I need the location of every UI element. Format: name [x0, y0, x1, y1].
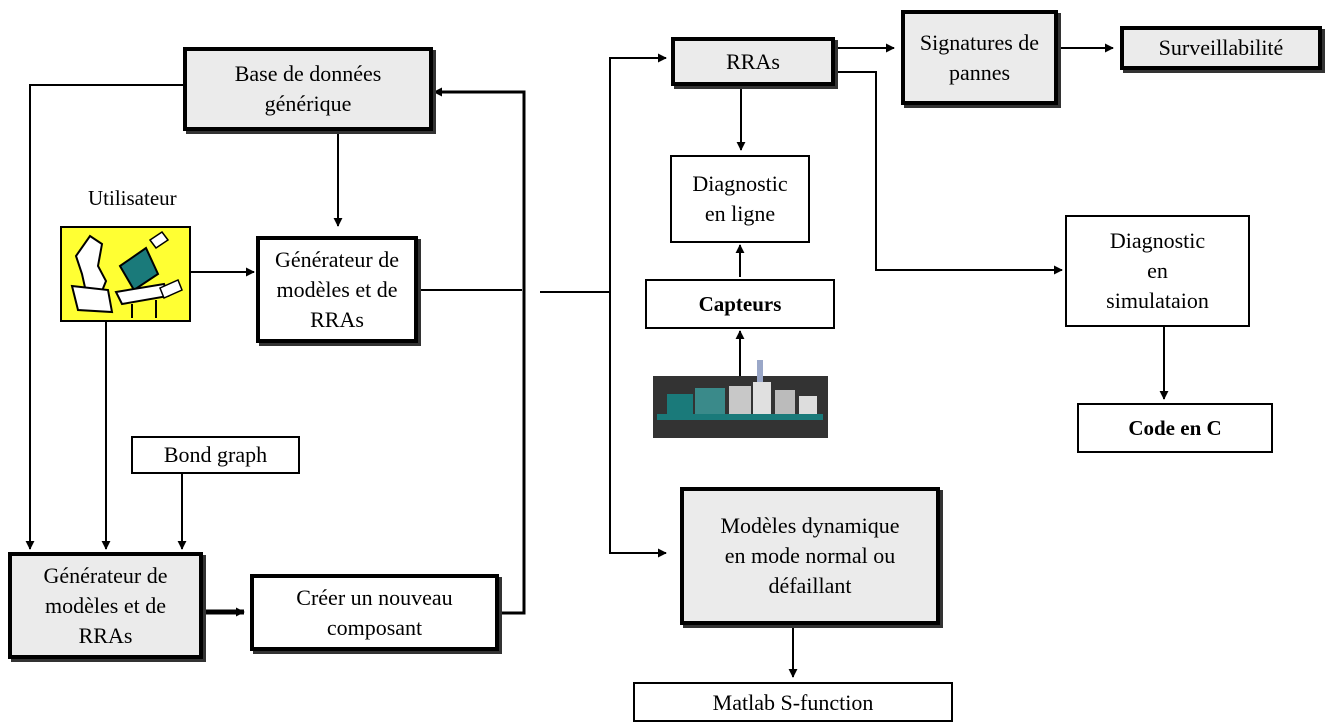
diagnostic-ligne-label: Diagnostic en ligne: [692, 171, 788, 226]
base-donnees-label: Base de données générique: [234, 61, 382, 116]
capteurs-box: Capteurs: [645, 279, 835, 329]
arrow-base-to-generator-bottom: [25, 84, 183, 550]
surveillabilite-box: Surveillabilité: [1120, 26, 1322, 70]
utilisateur-label: Utilisateur: [88, 186, 177, 210]
generateur-top-label: Générateur de modèles et de RRAs: [275, 246, 399, 332]
arrow-splitter-to-rras: [609, 53, 667, 292]
base-donnees-box: Base de données générique: [183, 47, 433, 131]
industrial-plant-icon: [653, 360, 828, 438]
arrow-splitter-to-modeles: [609, 292, 667, 558]
bond-graph-box: Bond graph: [131, 436, 300, 474]
generateur-bottom-box: Générateur de modèles et de RRAs: [8, 552, 203, 659]
arrow-rras-to-diagnostic-simulation: [835, 71, 1063, 275]
surveillabilite-label: Surveillabilité: [1158, 35, 1284, 60]
matlab-label: Matlab S-function: [712, 690, 874, 715]
diagnostic-simulation-label: Diagnostic en simulataion: [1106, 228, 1209, 313]
generateur-bottom-label: Générateur de modèles et de RRAs: [43, 562, 168, 648]
connector-layer: [25, 43, 1169, 678]
rras-label: RRAs: [726, 48, 780, 74]
signatures-label: Signatures de pannes: [919, 29, 1040, 85]
capteurs-label: Capteurs: [698, 292, 782, 316]
signatures-box: Signatures de pannes: [901, 10, 1058, 105]
modeles-dynamique-label: Modèles dynamique en mode normal ou défa…: [720, 513, 900, 598]
generateur-top-box: Générateur de modèles et de RRAs: [256, 236, 418, 343]
rras-box: RRAs: [671, 37, 835, 86]
modeles-dynamique-box: Modèles dynamique en mode normal ou défa…: [680, 487, 940, 625]
creer-composant-label: Créer un nouveau composant: [296, 584, 453, 640]
code-c-box: Code en C: [1077, 403, 1273, 453]
creer-composant-box: Créer un nouveau composant: [250, 574, 499, 651]
diagnostic-ligne-box: Diagnostic en ligne: [670, 155, 810, 243]
user-at-computer-icon: [60, 226, 191, 322]
code-c-label: Code en C: [1128, 416, 1222, 440]
bond-graph-label: Bond graph: [163, 442, 268, 467]
diagnostic-simulation-box: Diagnostic en simulataion: [1065, 215, 1250, 327]
matlab-box: Matlab S-function: [633, 682, 953, 722]
arrow-creer-to-base: [433, 87, 526, 615]
